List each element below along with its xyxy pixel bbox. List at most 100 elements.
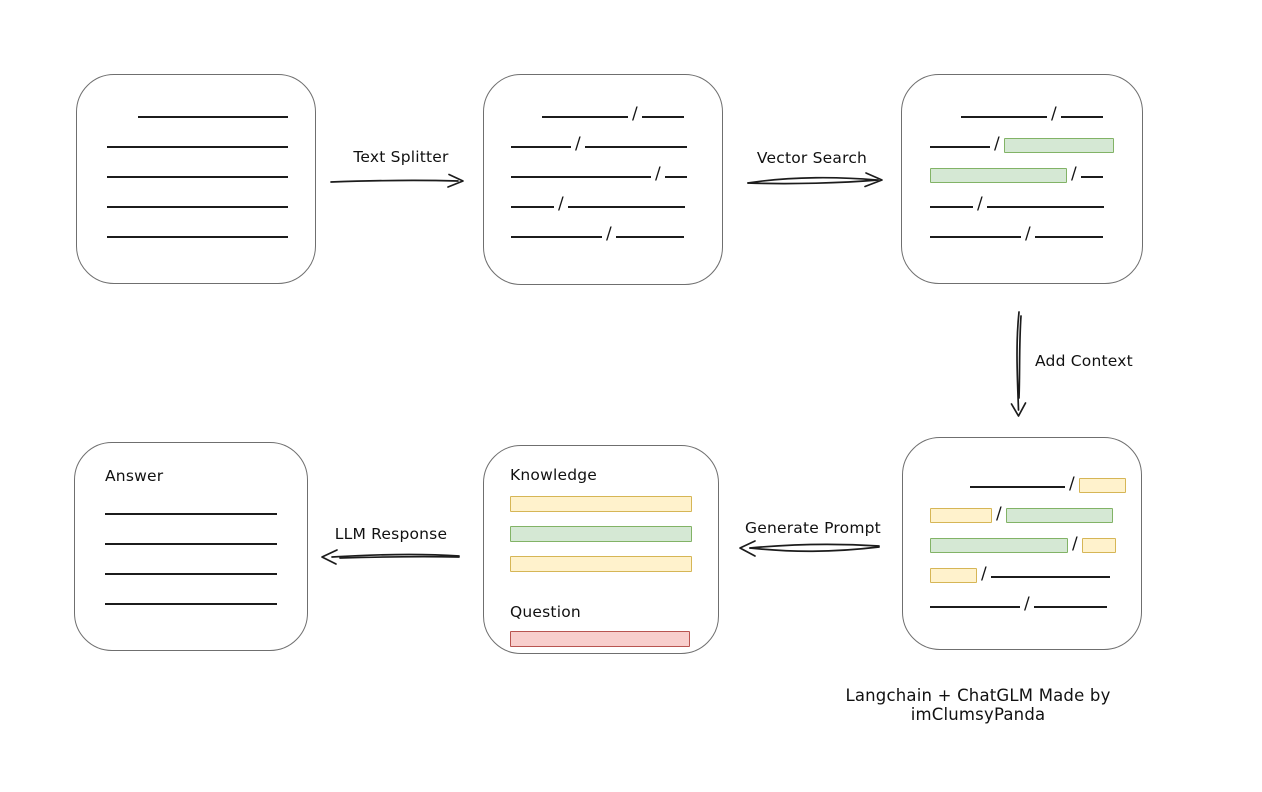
knowledge-label: Knowledge (510, 466, 598, 484)
text-line (107, 146, 288, 148)
chunk-separator: / (1025, 224, 1031, 244)
text-chunk-row (510, 496, 692, 512)
text-chunk-row: / (930, 122, 1142, 154)
document-lines (77, 75, 315, 242)
chunk-separator: / (981, 564, 987, 584)
source-document-box (76, 74, 316, 284)
split-text-chunks-box: / / / / / (483, 74, 723, 285)
yellow-highlight-chip (510, 496, 692, 512)
text-line (511, 206, 554, 208)
context-lines: ///// (903, 438, 1141, 614)
question-label: Question (510, 603, 581, 621)
chunk-separator: / (655, 164, 661, 184)
green-highlight-chip (930, 168, 1067, 183)
red-highlight-chip (510, 631, 690, 647)
vector-search-arrow (747, 172, 883, 188)
text-chunk-row (107, 92, 315, 122)
text-line (1080, 176, 1103, 178)
text-chunk-row: / (511, 182, 722, 214)
text-line (641, 116, 684, 118)
generate-prompt-arrow (739, 540, 880, 557)
yellow-highlight-chip (1078, 478, 1126, 493)
text-line (970, 486, 1065, 488)
vector-search-results-box: / / / / / (901, 74, 1143, 284)
answer-box: Answer (74, 442, 308, 651)
text-chunk-row: / (930, 92, 1142, 124)
text-chunk-row: / (930, 462, 1141, 494)
text-chunk-row (510, 631, 692, 647)
chunk-separator: / (1051, 104, 1057, 124)
add-context-label: Add Context (1035, 352, 1133, 370)
text-line (961, 116, 1047, 118)
text-line (567, 206, 685, 208)
chunk-separator: / (575, 134, 581, 154)
chunk-separator: / (1069, 474, 1075, 494)
text-chunk-row (510, 556, 692, 572)
chunk-separator: / (1071, 164, 1077, 184)
chunk-separator: / (632, 104, 638, 124)
llm-response-label: LLM Response (334, 525, 448, 543)
text-line (1034, 236, 1103, 238)
text-chunk-row: / (930, 492, 1141, 524)
context-chunks-box: ///// (902, 437, 1142, 650)
text-line (107, 176, 288, 178)
text-line (107, 236, 288, 238)
text-chunk-row (510, 526, 692, 542)
text-chunk-row: / (511, 152, 722, 184)
split-chunk-lines: / / / / / (484, 75, 722, 244)
text-splitter-label: Text Splitter (353, 148, 449, 166)
prompt-box: Knowledge Question (483, 445, 719, 654)
text-chunk-row: / (930, 212, 1142, 244)
chunk-separator: / (1024, 594, 1030, 614)
text-line (138, 116, 288, 118)
text-chunk-row (105, 549, 277, 579)
vector-search-label: Vector Search (756, 149, 868, 167)
chunk-separator: / (996, 504, 1002, 524)
text-line (105, 573, 277, 575)
text-line (584, 146, 687, 148)
text-line (615, 236, 684, 238)
text-line (930, 606, 1020, 608)
text-line (542, 116, 628, 118)
green-highlight-chip (510, 526, 692, 542)
yellow-highlight-chip (930, 568, 977, 583)
yellow-highlight-chip (930, 508, 992, 523)
green-highlight-chip (1005, 508, 1113, 523)
text-line (1033, 606, 1107, 608)
text-line (511, 236, 602, 238)
chunk-separator: / (606, 224, 612, 244)
answer-lines (105, 489, 277, 609)
chunk-separator: / (994, 134, 1000, 154)
green-highlight-chip (1003, 138, 1114, 153)
generate-prompt-label: Generate Prompt (745, 519, 881, 537)
text-line (105, 543, 277, 545)
text-splitter-arrow (330, 173, 464, 188)
text-line (105, 603, 277, 605)
text-chunk-row: / (511, 122, 722, 154)
text-line (930, 146, 990, 148)
text-chunk-row (105, 489, 277, 519)
text-chunk-row: / (930, 522, 1141, 553)
text-line (511, 176, 651, 178)
chunk-separator: / (977, 194, 983, 214)
text-chunk-row (107, 212, 315, 242)
diagram-caption: Langchain + ChatGLM Made by imClumsyPand… (845, 686, 1111, 724)
text-line (105, 513, 277, 515)
text-chunk-row (107, 182, 315, 212)
text-line (930, 206, 973, 208)
text-line (930, 236, 1021, 238)
text-chunk-row: / (930, 582, 1141, 614)
text-chunk-row (107, 122, 315, 152)
knowledge-bars (510, 496, 692, 586)
search-result-lines: / / / / / (902, 75, 1142, 244)
text-chunk-row (105, 519, 277, 549)
text-line (107, 206, 288, 208)
green-highlight-chip (930, 538, 1068, 553)
text-chunk-row: / (511, 212, 722, 244)
chunk-separator: / (558, 194, 564, 214)
text-line (986, 206, 1104, 208)
yellow-highlight-chip (1081, 538, 1116, 553)
add-context-arrow (1010, 311, 1027, 417)
text-chunk-row: / (930, 152, 1142, 184)
